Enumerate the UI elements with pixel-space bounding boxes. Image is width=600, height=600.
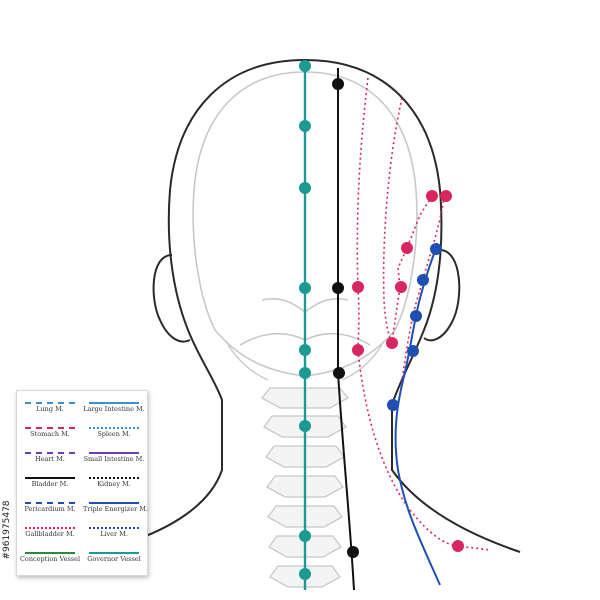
legend-item: Governor Vessel xyxy=(83,547,145,567)
legend-item: Bladder M. xyxy=(19,472,81,492)
legend-item: Spleen M. xyxy=(83,422,145,442)
governor-point xyxy=(299,367,311,379)
legend-swatch xyxy=(89,477,139,479)
legend-swatch xyxy=(25,427,75,429)
governor-point xyxy=(299,420,311,432)
gallbladder-point xyxy=(401,242,413,254)
gallbladder-point xyxy=(352,344,364,356)
governor-point xyxy=(299,568,311,580)
meridian-legend: Lung M. Large Intestine M. Stomach M. Splee… xyxy=(16,390,148,576)
governor-point xyxy=(299,344,311,356)
left-ear xyxy=(152,254,191,343)
stock-id-label: #961975478 xyxy=(2,470,12,590)
gallbladder-point xyxy=(395,281,407,293)
legend-label: Conception Vessel xyxy=(19,555,81,563)
legend-label: Heart M. xyxy=(35,455,65,463)
legend-item: Pericardium M. xyxy=(19,497,81,517)
triple-energizer-point xyxy=(407,345,419,357)
legend-label: Spleen M. xyxy=(97,430,131,438)
gallbladder-point xyxy=(352,281,364,293)
legend-swatch xyxy=(89,502,139,504)
cervical-spine xyxy=(261,387,349,588)
head-shape-right xyxy=(304,59,521,553)
head-shape xyxy=(119,59,306,546)
bladder-point xyxy=(347,546,359,558)
legend-item: Small Intestine M. xyxy=(83,447,145,467)
triple-energizer-point xyxy=(417,274,429,286)
gallbladder-point xyxy=(386,337,398,349)
gallbladder-point xyxy=(452,540,464,552)
bladder-point xyxy=(332,78,344,90)
triple-energizer-point xyxy=(410,310,422,322)
governor-point xyxy=(299,120,311,132)
triple-energizer-meridian xyxy=(387,243,442,586)
legend-label: Bladder M. xyxy=(31,480,69,488)
legend-item: Liver M. xyxy=(83,522,145,542)
legend-label: Large Intestine M. xyxy=(83,405,145,413)
governor-point xyxy=(299,530,311,542)
legend-swatch xyxy=(25,552,75,554)
legend-swatch xyxy=(25,477,75,479)
governor-point xyxy=(299,60,311,72)
triple-energizer-point xyxy=(430,243,442,255)
legend-swatch xyxy=(25,527,75,529)
legend-label: Small Intestine M. xyxy=(83,455,145,463)
legend-item: Large Intestine M. xyxy=(83,397,145,417)
legend-item: Lung M. xyxy=(19,397,81,417)
legend-item: Kidney M. xyxy=(83,472,145,492)
bladder-point xyxy=(332,282,344,294)
legend-swatch xyxy=(25,402,75,404)
legend-label: Gallbladder M. xyxy=(25,530,75,538)
legend-swatch xyxy=(89,552,139,554)
gallbladder-points xyxy=(352,190,464,552)
bladder-meridian xyxy=(332,68,359,591)
governor-point xyxy=(299,182,311,194)
gallbladder-point xyxy=(440,190,452,202)
right-ear xyxy=(423,249,461,342)
legend-label: Kidney M. xyxy=(97,480,131,488)
triple-energizer-point xyxy=(387,399,399,411)
legend-item: Conception Vessel xyxy=(19,547,81,567)
governor-vessel xyxy=(299,60,311,590)
bladder-point xyxy=(333,367,345,379)
gallbladder-meridian xyxy=(356,77,491,551)
legend-label: Pericardium M. xyxy=(24,505,76,513)
legend-label: Stomach M. xyxy=(30,430,70,438)
legend-item: Triple Energizer M. xyxy=(83,497,148,517)
legend-label: Governor Vessel xyxy=(87,555,141,563)
legend-label: Liver M. xyxy=(100,530,128,538)
legend-item: Stomach M. xyxy=(19,422,81,442)
governor-point xyxy=(299,282,311,294)
legend-swatch xyxy=(89,402,139,404)
head-outline xyxy=(119,59,521,553)
stock-id-text: #961975478 xyxy=(2,500,12,560)
mandible xyxy=(227,344,383,381)
legend-label: Lung M. xyxy=(36,405,64,413)
legend-swatch xyxy=(89,427,139,429)
legend-item: Heart M. xyxy=(19,447,81,467)
legend-swatch xyxy=(25,452,75,454)
legend-item: Gallbladder M. xyxy=(19,522,81,542)
gallbladder-point xyxy=(426,190,438,202)
legend-swatch xyxy=(89,527,139,529)
legend-label: Triple Energizer M. xyxy=(83,505,148,513)
legend-swatch xyxy=(25,502,75,504)
legend-swatch xyxy=(89,452,139,454)
